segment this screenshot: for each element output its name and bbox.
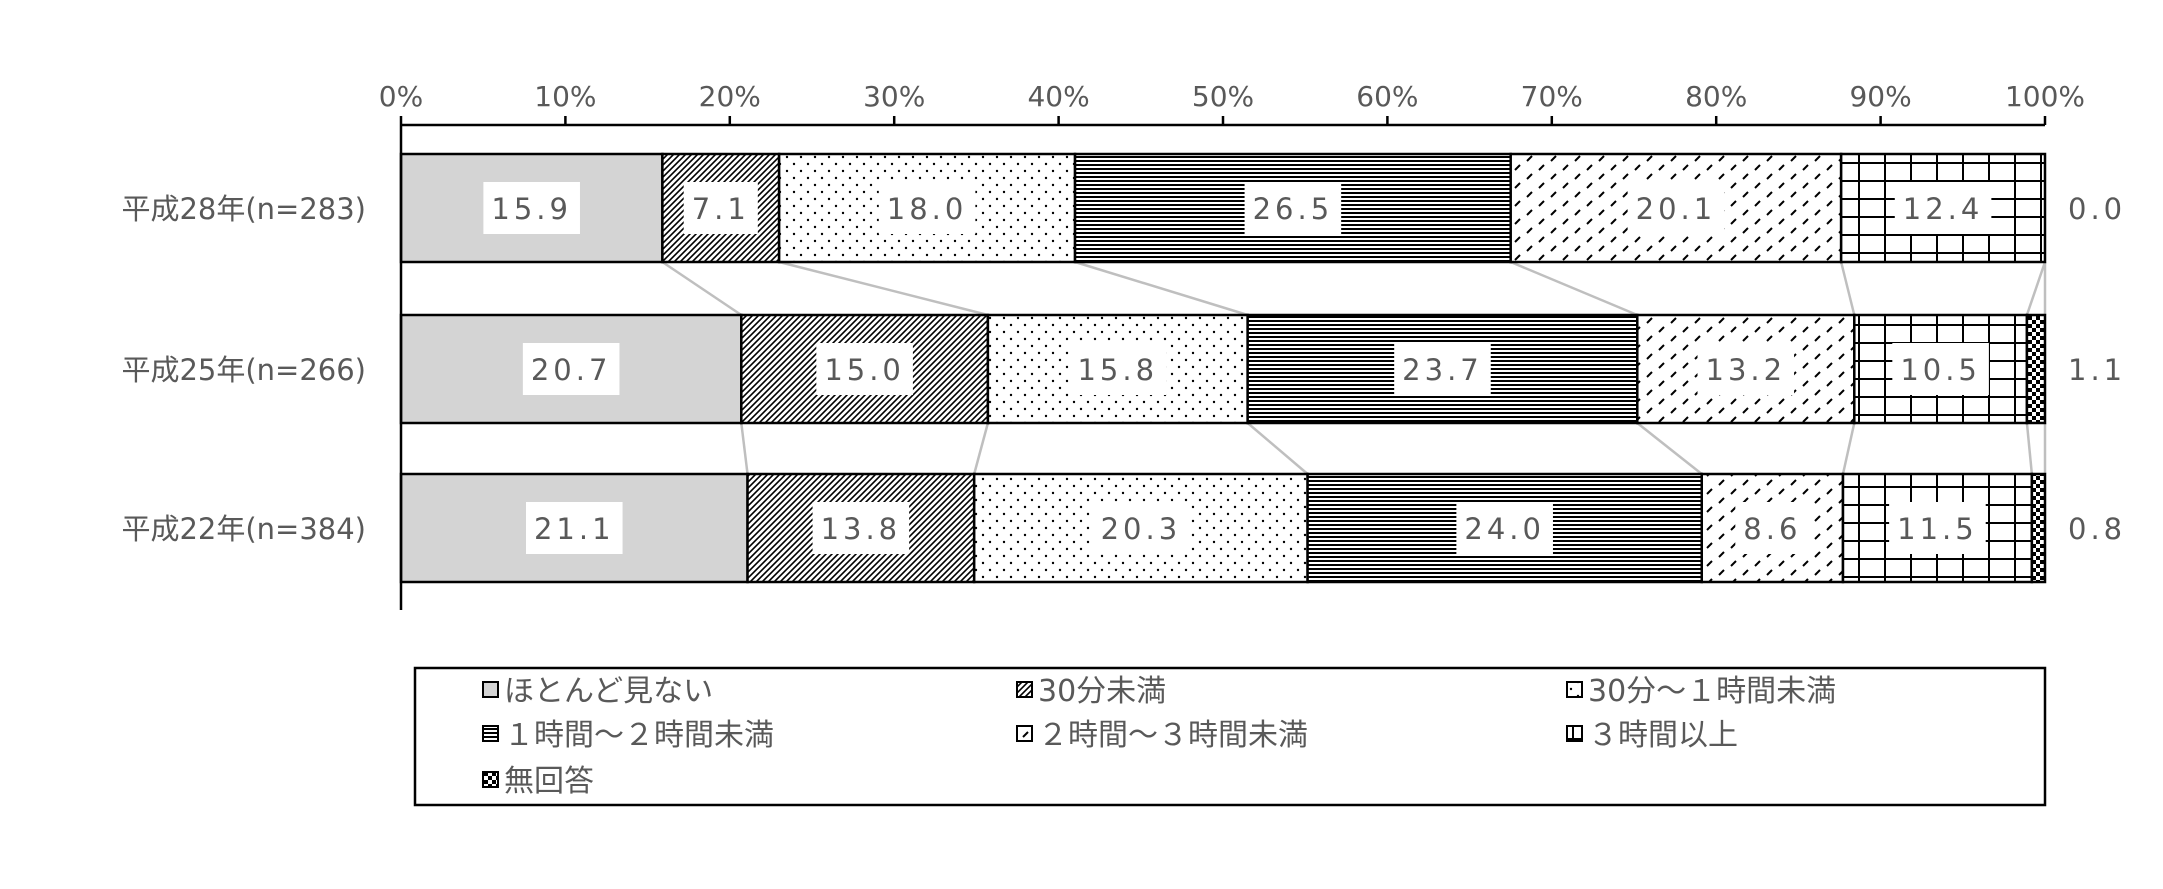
legend-item: ３時間以上 (1566, 718, 1738, 753)
value-label: 26.5 (1244, 182, 1342, 234)
svg-text:15.9: 15.9 (491, 192, 572, 226)
legend-label: ２時間～３時間未満 (1038, 718, 1308, 753)
legend-label: １時間～２時間未満 (504, 718, 774, 753)
svg-text:13.8: 13.8 (821, 512, 902, 546)
legend-swatch (482, 681, 499, 698)
value-label: 11.5 (1889, 502, 1986, 554)
value-label: 24.0 (1456, 502, 1553, 554)
svg-text:11.5: 11.5 (1897, 512, 1978, 546)
legend-label: 無回答 (504, 764, 594, 799)
svg-text:12.4: 12.4 (1903, 192, 1984, 226)
connector-line (2025, 261, 2047, 316)
value-label: 13.2 (1697, 343, 1795, 395)
svg-text:10.5: 10.5 (1900, 353, 1981, 387)
x-tick-label: 100% (2005, 80, 2085, 113)
x-tick-label: 30% (863, 80, 925, 113)
legend-swatch (1566, 681, 1583, 698)
svg-text:8.6: 8.6 (1743, 512, 1801, 546)
value-label: 15.9 (483, 182, 580, 234)
legend-swatch (482, 771, 499, 788)
legend-item: ほとんど見ない (482, 674, 713, 709)
value-label: 20.7 (522, 343, 620, 395)
connector-line (1510, 260, 1638, 317)
connector-line (1246, 422, 1309, 475)
legend-label: ほとんど見ない (504, 674, 713, 709)
x-tick-label: 70% (1521, 80, 1583, 113)
value-label: 8.6 (1735, 502, 1810, 554)
value-label: 20.1 (1627, 182, 1725, 234)
x-tick-label: 40% (1027, 80, 1089, 113)
value-label: 15.8 (1069, 343, 1167, 395)
svg-text:21.1: 21.1 (534, 512, 615, 546)
value-label: 12.4 (1894, 182, 1992, 234)
connector-line (1074, 260, 1249, 317)
category-label: 平成28年(n=283) (121, 192, 366, 226)
value-labels: 15.9 7.1 18.0 26.5 20.1 12.4 0.0 20.7 15.0 15.8 23… (483, 182, 2126, 554)
svg-text:7.1: 7.1 (692, 192, 750, 226)
legend-item: ２時間～３時間未満 (1016, 718, 1308, 753)
svg-text:23.7: 23.7 (1402, 353, 1483, 387)
legend-swatch (1016, 725, 1033, 742)
value-label: 13.8 (812, 502, 910, 554)
x-tick-label: 90% (1849, 80, 1911, 113)
connector-lines (661, 260, 2047, 475)
x-tick-label: 80% (1685, 80, 1747, 113)
legend-item: 無回答 (482, 764, 594, 799)
category-label: 平成25年(n=266) (121, 353, 366, 387)
bar-segment (2025, 313, 2047, 425)
connector-line (1636, 422, 1703, 475)
x-tick-label: 20% (699, 80, 761, 113)
svg-text:20.3: 20.3 (1101, 512, 1182, 546)
value-label: 21.1 (525, 502, 623, 554)
connector-line (661, 260, 743, 317)
value-label: 18.0 (878, 182, 976, 234)
svg-text:13.2: 13.2 (1706, 353, 1787, 387)
x-tick-label: 50% (1192, 80, 1254, 113)
svg-text:18.0: 18.0 (887, 192, 968, 226)
connector-line (972, 422, 990, 475)
value-label: 15.0 (816, 343, 913, 395)
legend: ほとんど見ない 30分未満 30分～１時間未満 １時間～２時間未満 ２時間～３時間未満 ３… (413, 666, 2047, 807)
x-tick-label: 60% (1356, 80, 1418, 113)
svg-text:15.8: 15.8 (1077, 353, 1158, 387)
category-label: 平成22年(n=384) (121, 512, 366, 546)
x-tick-label: 10% (534, 80, 596, 113)
legend-item: １時間～２時間未満 (482, 718, 774, 753)
category-labels: 平成28年(n=283) 平成25年(n=266) 平成22年(n=384) (121, 192, 366, 546)
legend-item: 30分未満 (1016, 674, 1166, 709)
connector-line (778, 260, 989, 317)
x-axis: 0% 10% 20% 30% 40% 50% 60% 70% 80% 90% 100% (379, 80, 2085, 610)
svg-text:24.0: 24.0 (1464, 512, 1545, 546)
connector-line (2025, 422, 2034, 475)
legend-item: 30分～１時間未満 (1566, 674, 1836, 709)
connector-line (740, 422, 749, 475)
legend-box (413, 666, 2047, 807)
value-label: 1.1 (2068, 353, 2126, 387)
value-label: 7.1 (683, 182, 758, 234)
value-label: 20.3 (1092, 502, 1190, 554)
connector-line (1839, 261, 1856, 316)
value-label: 23.7 (1394, 343, 1491, 395)
svg-text:15.0: 15.0 (824, 353, 905, 387)
x-tick-label: 0% (379, 80, 423, 113)
legend-label: ３時間以上 (1588, 718, 1738, 753)
svg-text:26.5: 26.5 (1253, 192, 1334, 226)
legend-label: 30分未満 (1038, 674, 1166, 709)
bar-segment (2030, 472, 2047, 584)
legend-label: 30分～１時間未満 (1588, 674, 1836, 709)
svg-text:20.1: 20.1 (1636, 192, 1717, 226)
legend-swatch (1016, 681, 1033, 698)
value-label: 0.0 (2068, 192, 2126, 226)
svg-text:20.7: 20.7 (531, 353, 612, 387)
legend-swatch (1566, 725, 1583, 742)
value-label: 0.8 (2068, 512, 2126, 546)
value-label: 10.5 (1892, 343, 1989, 395)
connector-line (1841, 422, 1856, 475)
legend-swatch (482, 725, 499, 742)
